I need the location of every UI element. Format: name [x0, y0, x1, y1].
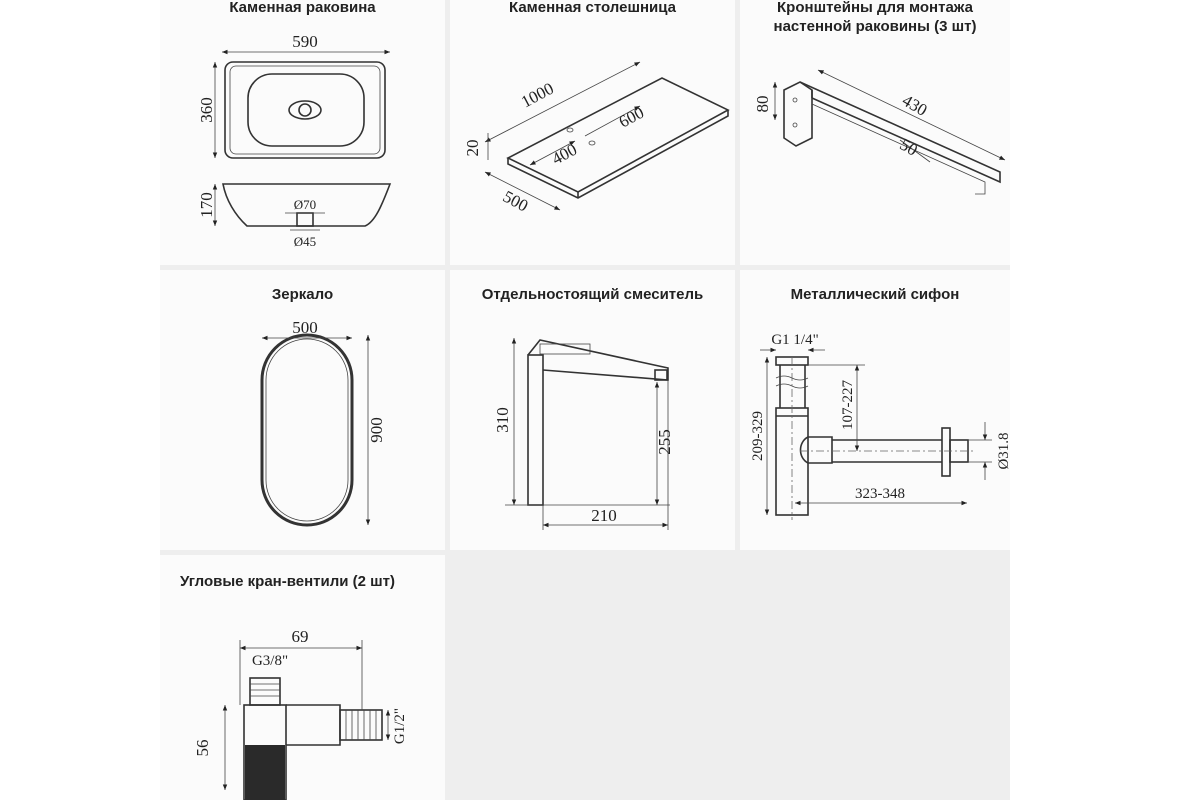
dim-siphon-thread: G1 1/4"	[771, 332, 818, 348]
faucet-drawing	[505, 338, 670, 530]
dim-faucet-height: 310	[493, 407, 512, 433]
panel-title: Зеркало	[271, 286, 334, 303]
dim-valve-length: 69	[292, 627, 309, 646]
dim-siphon-outlet-height: 107-227	[840, 380, 856, 430]
dim-hole-a: 400	[549, 140, 580, 169]
dim-bracket-length: 430	[899, 91, 931, 120]
dim-drain-outer: Ø70	[294, 197, 316, 212]
panel-faucet: Отдельностоящий смеситель	[450, 270, 735, 550]
dim-sink-height: 170	[197, 192, 216, 218]
dim-siphon-diameter: Ø31.8	[996, 432, 1012, 469]
dim-drain-inner: Ø45	[294, 234, 316, 249]
dim-siphon-length: 323-348	[855, 486, 905, 502]
dim-sink-width: 590	[292, 32, 318, 51]
panel-angle-valves: Угловые кран-вентили (2 шт)	[160, 555, 445, 800]
angle-valve-drawing	[222, 640, 391, 800]
dim-spout-height: 255	[655, 429, 674, 455]
dim-hole-b: 600	[616, 103, 647, 132]
dim-countertop-thickness: 20	[463, 140, 482, 157]
dim-mirror-height: 900	[367, 417, 386, 443]
panel-title: Отдельностоящий смеситель	[481, 286, 704, 303]
dim-mirror-width: 500	[292, 318, 318, 337]
dim-faucet-reach: 210	[591, 506, 617, 525]
bracket-drawing	[772, 69, 1006, 195]
dim-countertop-depth: 500	[500, 187, 531, 216]
panel-title: Металлический сифон	[790, 286, 960, 303]
dim-bracket-width: 50	[897, 135, 921, 160]
panel-title: Кронштейны для монтажа настенной раковин…	[773, 0, 977, 35]
panel-title: Каменная столешница	[509, 0, 676, 16]
countertop-drawing	[484, 61, 730, 211]
sink-drawing	[212, 49, 392, 231]
dim-valve-thread-in: G3/8"	[252, 653, 288, 669]
panel-title: Угловые кран-вентили (2 шт)	[180, 573, 395, 590]
panel-mirror: Зеркало	[160, 270, 445, 550]
mirror-drawing	[260, 333, 371, 527]
dim-sink-depth: 360	[197, 97, 216, 123]
siphon-drawing	[760, 347, 992, 520]
dim-valve-thread-out: G1/2"	[392, 708, 408, 744]
panel-sink: Каменная раковина	[160, 0, 445, 265]
dim-countertop-length: 1000	[518, 79, 557, 112]
dim-valve-height: 56	[193, 740, 212, 757]
dim-siphon-height: 209-329	[750, 411, 766, 461]
panel-title: Каменная раковина	[229, 0, 376, 16]
dim-bracket-height: 80	[753, 96, 772, 113]
